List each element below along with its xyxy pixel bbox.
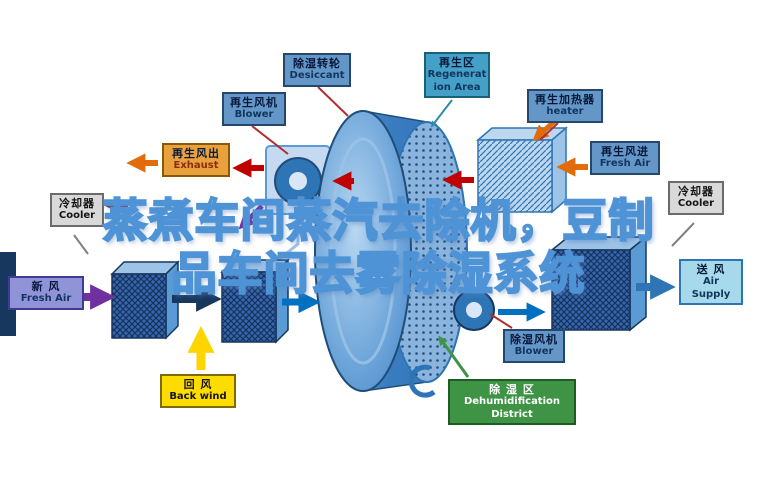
label-cooler-left-zh: 冷却器 [59, 197, 95, 210]
label-dehumid-district-zh: 除 湿 区 [489, 383, 535, 396]
label-cooler-right: 冷却器 Cooler [668, 181, 724, 215]
airflow-arrows [84, 116, 676, 370]
label-pointers [73, 86, 695, 378]
label-regeneration-area-en: Regeneration Area [427, 69, 487, 93]
fan-down-arrow [238, 204, 264, 230]
label-cooler-left-en: Cooler [58, 210, 96, 222]
dehumid-blower-fan [453, 289, 495, 331]
label-air-supply: 送 风 Air Supply [679, 259, 743, 305]
label-regeneration-area-zh: 再生区 [439, 56, 475, 69]
label-fresh-air-left-en: Fresh Air [20, 293, 72, 305]
label-desiccant-wheel: 除湿转轮 Desiccant [283, 53, 351, 87]
label-cooler-right-zh: 冷却器 [678, 185, 714, 198]
label-dehumid-district-en: Dehumidification District [463, 396, 561, 420]
label-dehumid-blower-en: Blower [514, 346, 554, 358]
label-desiccant-wheel-zh: 除湿转轮 [293, 57, 341, 70]
label-dehumid-blower-zh: 除湿风机 [510, 333, 558, 346]
label-cooler-left: 冷却器 Cooler [50, 193, 104, 227]
page-title-line1: 蒸煮车间蒸汽去除机，豆制 [101, 193, 655, 248]
label-exhaust: 再生风出 Exhaust [162, 143, 230, 177]
rotor-drive-arc [408, 364, 436, 398]
regen-blower-fan [265, 145, 331, 215]
page-title-line2: 品车间去雾除湿系统 [170, 246, 586, 301]
label-cooler-right-en: Cooler [677, 198, 715, 210]
label-desiccant-wheel-en: Desiccant [289, 70, 345, 82]
label-regen-air-in: 再生风进 Fresh Air [590, 141, 660, 175]
label-back-wind-en: Back wind [169, 391, 227, 403]
label-regen-blower: 再生风机 Blower [222, 92, 286, 126]
label-fresh-air-left-zh: 新 风 [31, 280, 61, 293]
label-regeneration-area: 再生区 Regeneration Area [424, 52, 490, 98]
label-regen-air-in-en: Fresh Air [599, 158, 651, 170]
label-air-supply-en: Air Supply [691, 276, 731, 300]
label-fresh-air-left: 新 风 Fresh Air [8, 276, 84, 310]
label-regen-air-in-zh: 再生风进 [601, 145, 649, 158]
return-air-unit [220, 258, 290, 344]
label-back-wind-zh: 回 风 [183, 378, 213, 391]
dehumid-district-pointer [438, 335, 470, 378]
label-exhaust-en: Exhaust [173, 160, 219, 172]
label-regen-heater: 再生加热器 heater [527, 89, 603, 123]
label-regen-heater-en: heater [546, 106, 584, 118]
label-regen-heater-zh: 再生加热器 [535, 93, 595, 106]
label-dehumid-blower: 除湿风机 Blower [503, 329, 565, 363]
label-dehumid-district: 除 湿 区 Dehumidification District [448, 379, 576, 425]
label-exhaust-zh: 再生风出 [172, 147, 220, 160]
label-regen-blower-zh: 再生风机 [230, 96, 278, 109]
label-back-wind: 回 风 Back wind [160, 374, 236, 408]
label-air-supply-zh: 送 风 [696, 263, 726, 276]
label-regen-blower-en: Blower [234, 109, 274, 121]
page-title: 蒸煮车间蒸汽去除机，豆制 品车间去雾除湿系统 [0, 193, 757, 301]
